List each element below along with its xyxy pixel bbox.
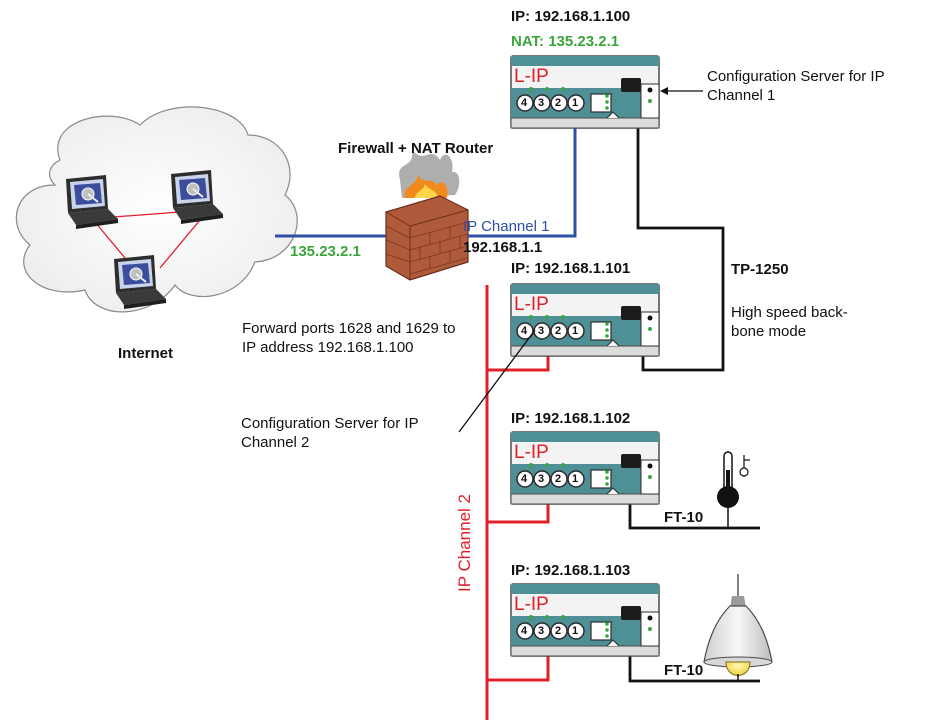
port-label: 1	[572, 473, 579, 485]
ip-channel-2-label: IP Channel 2	[455, 494, 474, 592]
port-label: 2	[555, 325, 562, 337]
router-ip-label: 192.168.1.1	[463, 239, 543, 256]
backbone-label: High speed back-bone mode	[731, 304, 848, 340]
config-server-1-label: Configuration Server for IP Channel 1	[707, 68, 885, 104]
port-label: 1	[572, 625, 579, 637]
firewall-label: Firewall + NAT Router	[338, 140, 494, 157]
port-label: 4	[521, 325, 528, 337]
device-4-ip: IP: 192.168.1.103	[511, 562, 631, 579]
port-label: 1	[572, 325, 579, 337]
port-label: 4	[521, 97, 528, 109]
lamp-icon	[703, 574, 773, 681]
ft10-label: FT-10	[664, 509, 704, 526]
ip-channel-1-label: IP Channel 1	[463, 218, 550, 235]
port-label: 2	[555, 97, 562, 109]
thermometer-icon	[717, 451, 750, 528]
port-label: 4	[521, 625, 528, 637]
device-2-ip: IP: 192.168.1.101	[511, 260, 631, 277]
public-ip-label: 135.23.2.1	[290, 243, 361, 260]
port-label: 3	[538, 473, 545, 485]
port-label: 3	[538, 97, 545, 109]
device-1-ip: IP: 192.168.1.100	[511, 8, 631, 25]
device-3-brand: L-IP	[514, 442, 549, 463]
config-server-2-label: Configuration Server for IP Channel 2	[241, 415, 419, 451]
device-4-brand: L-IP	[514, 594, 549, 615]
internet-label: Internet	[118, 345, 174, 362]
device-1-brand: L-IP	[514, 66, 549, 87]
tp1250-label: TP-1250	[731, 261, 789, 278]
ft10-label: FT-10	[664, 662, 704, 679]
device-3-ip: IP: 192.168.1.102	[511, 410, 631, 427]
port-label: 2	[555, 473, 562, 485]
device-2-brand: L-IP	[514, 294, 549, 315]
forward-ports-label: Forward ports 1628 and 1629 to IP addres…	[242, 320, 456, 356]
firewall-icon	[385, 150, 469, 281]
port-label: 1	[572, 97, 579, 109]
port-label: 3	[538, 625, 545, 637]
cloud-icon	[15, 106, 298, 313]
port-label: 4	[521, 473, 528, 485]
port-label: 3	[538, 325, 545, 337]
device-1-nat: NAT: 135.23.2.1	[511, 33, 620, 50]
port-label: 2	[555, 625, 562, 637]
